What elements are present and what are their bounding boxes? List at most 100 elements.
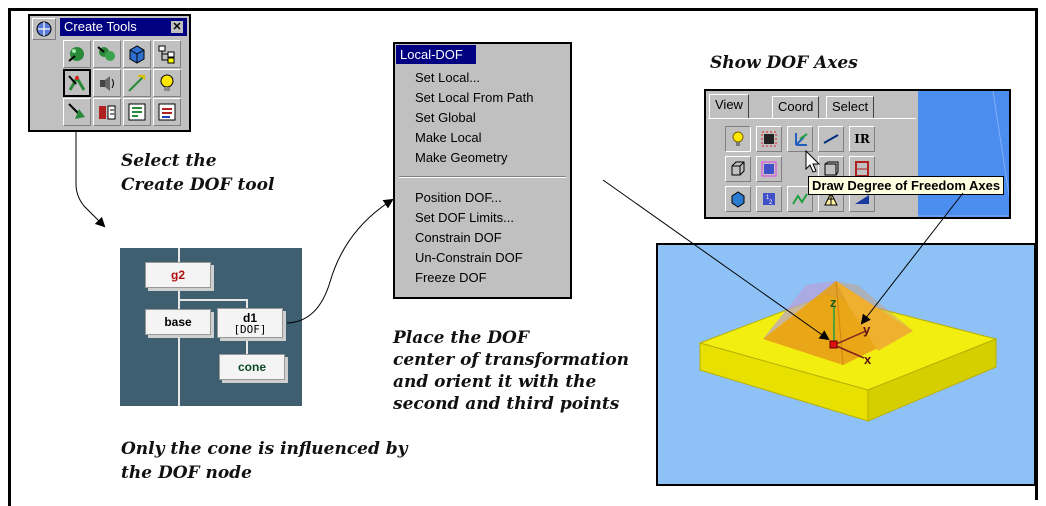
arrow-to-scene-graph (75, 130, 106, 228)
scene-graph-panel: g2 base d1 [DOF] cone (120, 248, 302, 406)
figure-frame-right (1035, 8, 1038, 500)
lod-tool-icon (99, 105, 116, 120)
light-tool-icon (128, 74, 146, 92)
text-tool-icon (158, 103, 176, 121)
node-d1[interactable]: d1 [DOF] (217, 308, 283, 338)
menu-title[interactable]: Local-DOF (396, 45, 476, 64)
node-g2-label: g2 (170, 268, 185, 282)
light-tool-button[interactable] (123, 69, 151, 97)
tab-select[interactable]: Select (826, 96, 875, 118)
sphere-tool-button[interactable] (63, 40, 91, 68)
node-d1-tag: [DOF] (233, 323, 267, 336)
caption-only-line1: Only the cone is influenced by (121, 439, 408, 459)
caption-place-line1: Place the DOF (393, 328, 529, 348)
cube-tool-button[interactable] (123, 40, 151, 68)
node-d1-label: d1 (242, 311, 257, 325)
axis-y-label: y (863, 322, 871, 337)
tab-view[interactable]: View (709, 94, 749, 119)
draw-dof-axes-button[interactable] (787, 126, 813, 152)
curve-icon (792, 193, 808, 205)
group-tool-icon (97, 46, 115, 61)
tooltip: Draw Degree of Freedom Axes (808, 176, 1005, 195)
menu-item-set-global[interactable]: Set Global (415, 110, 476, 125)
globe-icon (36, 21, 52, 37)
menu-item-make-geometry[interactable]: Make Geometry (415, 150, 508, 165)
tree-tool-button[interactable] (153, 40, 181, 68)
line-tool-button[interactable] (818, 126, 844, 152)
caption-select-line1: Select the (121, 151, 217, 171)
bounding-box-button[interactable] (756, 156, 782, 182)
axis-z-label: z (830, 295, 837, 310)
node-cone[interactable]: cone (219, 354, 285, 380)
text-tool-button[interactable] (153, 98, 181, 126)
close-icon[interactable]: ✕ (171, 21, 183, 33)
caption-show-dof-axes: Show DOF Axes (710, 53, 858, 73)
box-outline-icon (824, 161, 839, 176)
arrow-to-menu (286, 198, 394, 324)
node-cone-label: cone (237, 360, 266, 374)
tab-coord[interactable]: Coord (772, 96, 820, 118)
bulb-tool-button[interactable] (153, 69, 181, 97)
menu-item-un-constrain-dof[interactable]: Un-Constrain DOF (415, 250, 523, 265)
lod-tool-button[interactable] (93, 98, 121, 126)
menu-separator (399, 176, 566, 178)
bulb-tool-icon (160, 74, 174, 91)
sphere-tool-icon (68, 47, 84, 62)
menu-item-set-local-from-path[interactable]: Set Local From Path (415, 90, 534, 105)
light-toggle-button[interactable] (725, 126, 751, 152)
palette-system-menu-icon[interactable] (32, 18, 56, 40)
graph-edge (178, 299, 246, 301)
graph-edge (246, 338, 248, 354)
caption-place-line3: and orient it with the (393, 372, 597, 392)
menu-item-make-local[interactable]: Make Local (415, 130, 482, 145)
wire-cube-button[interactable] (725, 156, 751, 182)
caption-place-line2: center of transformation (393, 350, 630, 370)
create-dof-tool-icon (68, 75, 86, 91)
ir-label: IR (854, 132, 870, 146)
group-tool-button[interactable] (93, 40, 121, 68)
view-cube-button[interactable] (756, 126, 782, 152)
3d-viewport[interactable]: z y x (656, 243, 1036, 486)
node-base[interactable]: base (145, 309, 211, 335)
menu-item-set-local[interactable]: Set Local... (415, 70, 481, 85)
caption-select-line2: Create DOF tool (121, 175, 275, 195)
menu-item-constrain-dof[interactable]: Constrain DOF (415, 230, 502, 245)
ir-button[interactable]: IR (849, 126, 875, 152)
switch-tool-button[interactable] (123, 98, 151, 126)
cube-tool-icon (129, 45, 145, 64)
menu-item-freeze-dof[interactable]: Freeze DOF (415, 270, 487, 285)
create-dof-tool-button[interactable] (63, 69, 91, 97)
bounding-box-icon (761, 161, 777, 177)
tab-strip-line (708, 118, 916, 119)
switch-tool-icon (128, 103, 146, 121)
caption-place-line4: second and third points (393, 394, 620, 414)
axis-x-label: x (864, 352, 872, 367)
menu-item-set-dof-limits[interactable]: Set DOF Limits... (415, 210, 514, 225)
node-base-label: base (164, 315, 192, 329)
line-icon (823, 134, 839, 144)
sound-tool-button[interactable] (93, 69, 121, 97)
palette-title: Create Tools (64, 19, 137, 34)
figure-frame-left (8, 8, 11, 506)
mouse-cursor-icon (805, 150, 821, 173)
node-g2[interactable]: g2 (145, 262, 211, 288)
solid-cube-button[interactable] (725, 186, 751, 212)
palette-titlebar[interactable]: Create Tools ✕ (60, 18, 187, 36)
viewport-scene: z y x (698, 280, 998, 422)
caption-only-line2: the DOF node (121, 463, 252, 483)
create-tools-palette: Create Tools ✕ (28, 14, 191, 132)
object-tool-button[interactable] (63, 98, 91, 126)
figure-frame-top (8, 8, 1038, 11)
graph-edge (246, 299, 248, 309)
local-dof-menu: Local-DOF Set Local... Set Local From Pa… (393, 42, 572, 299)
red-cube-icon (761, 131, 777, 147)
solid-cube-icon (731, 191, 745, 208)
sound-tool-icon (100, 76, 114, 91)
numbered-box-icon: 12 (763, 193, 775, 206)
menu-item-position-dof[interactable]: Position DOF... (415, 190, 502, 205)
tree-tool-icon (158, 45, 175, 64)
viewport-edge (918, 91, 1009, 217)
wire-cube-icon (731, 161, 745, 176)
